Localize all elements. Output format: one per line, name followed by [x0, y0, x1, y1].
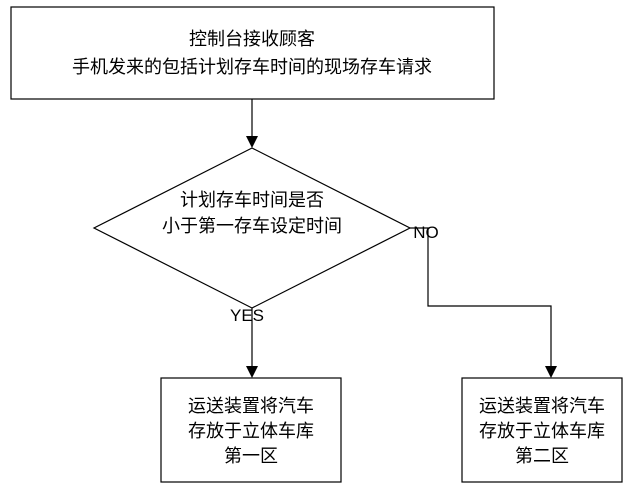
zone-one-node: 运送装置将汽车 存放于立体车库 第一区 — [161, 378, 341, 482]
connector-start-to-decision — [246, 99, 258, 148]
zone-one-line-2: 存放于立体车库 — [188, 421, 314, 442]
start-process-line-2: 手机发来的包括计划存车时间的现场存车请求 — [72, 57, 432, 78]
zone-two-line-1: 运送装置将汽车 — [479, 396, 605, 417]
start-process-box — [11, 7, 494, 99]
zone-two-line-2: 存放于立体车库 — [479, 421, 605, 442]
zone-one-line-3: 第一区 — [224, 446, 278, 467]
connector-yes-branch: YES — [230, 306, 264, 378]
decision-line-1: 计划存车时间是否 — [180, 190, 324, 211]
arrowhead-icon — [545, 366, 557, 378]
connector-no-branch: NO — [410, 223, 557, 378]
yes-label: YES — [230, 306, 264, 325]
start-process-node: 控制台接收顾客 手机发来的包括计划存车时间的现场存车请求 — [11, 7, 494, 99]
zone-one-line-1: 运送装置将汽车 — [188, 396, 314, 417]
zone-two-line-3: 第二区 — [515, 446, 569, 467]
zone-two-node: 运送装置将汽车 存放于立体车库 第二区 — [462, 378, 622, 482]
start-process-line-1: 控制台接收顾客 — [189, 29, 315, 50]
decision-node: 计划存车时间是否 小于第一存车设定时间 — [94, 148, 410, 308]
arrowhead-icon — [246, 136, 258, 148]
decision-line-2: 小于第一存车设定时间 — [162, 216, 342, 237]
no-label: NO — [413, 223, 439, 242]
connector-line — [410, 228, 551, 366]
arrowhead-icon — [246, 366, 258, 378]
